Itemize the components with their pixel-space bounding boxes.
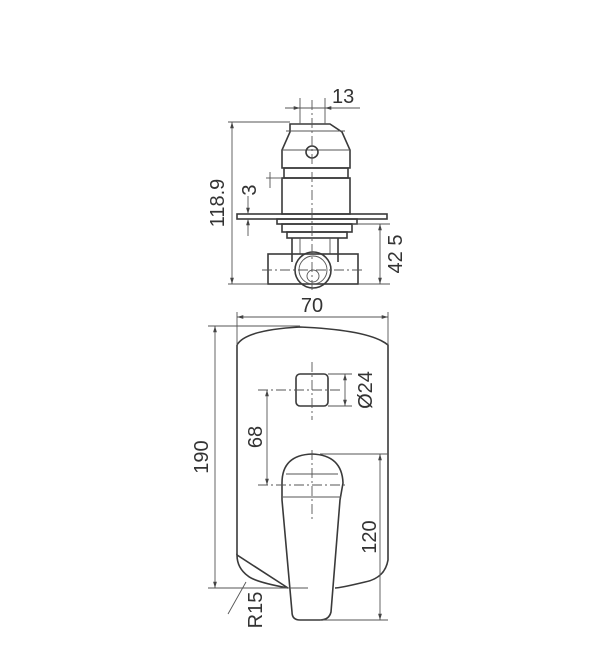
dim-diameter-24: Ø24 <box>355 371 377 409</box>
dim-118-9: 118.9 <box>207 179 229 228</box>
valve-body <box>281 177 351 215</box>
dim-120: 120 <box>359 520 381 553</box>
pipe-body <box>267 253 359 285</box>
dim-68: 68 <box>245 426 267 448</box>
dim-70: 70 <box>301 295 323 317</box>
front-view: 70 190 Ø24 68 120 R15 <box>191 295 389 629</box>
side-view: 13 118.9 3 42 5 <box>207 86 407 290</box>
dim-r15: R15 <box>245 592 267 629</box>
knob-cap <box>281 123 351 169</box>
dim-3: 3 <box>239 184 261 195</box>
dim-13: 13 <box>332 86 354 108</box>
dim-42-5: 42 5 <box>385 235 407 274</box>
lever-handle <box>281 453 344 621</box>
dim-190: 190 <box>191 440 213 473</box>
